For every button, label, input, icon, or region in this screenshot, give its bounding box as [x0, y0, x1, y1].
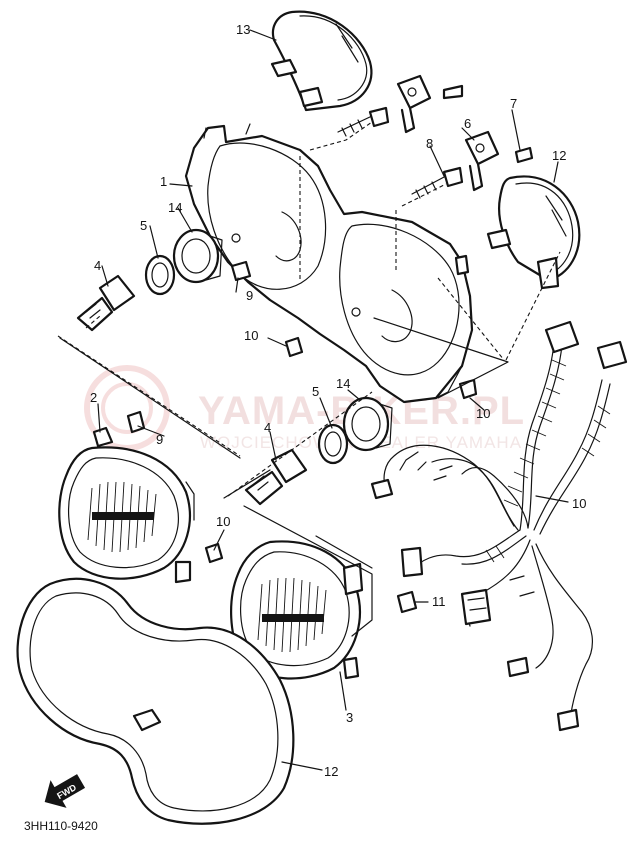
headlight-unit-right [230, 540, 364, 680]
callout-7: 7 [510, 96, 517, 111]
callout-6: 6 [464, 116, 471, 131]
callout-14-upper: 14 [168, 200, 182, 215]
bulb-socket-ring-lower [317, 423, 349, 465]
cap-nut-left-lower [126, 410, 146, 434]
bolt-top [442, 84, 464, 100]
bulb-holder-upper [172, 228, 223, 284]
fwd-arrow-icon: FWD [44, 774, 86, 808]
callout-4-lower: 4 [264, 420, 271, 435]
callout-14-lower: 14 [336, 376, 350, 391]
callout-5-lower: 5 [312, 384, 319, 399]
mount-bracket-upper [396, 74, 432, 134]
reference-lines [59, 317, 509, 637]
callout-10-right: 10 [476, 406, 490, 421]
callout-8: 8 [426, 136, 433, 151]
grommet-upper [230, 260, 252, 282]
assembly-lines [57, 121, 561, 497]
callout-1: 1 [160, 174, 167, 189]
headlight-frame [16, 577, 295, 825]
grommet-lower [396, 590, 418, 614]
callout-labels: 13 1 5 14 4 9 10 8 6 7 12 10 2 9 5 14 4 … [90, 22, 586, 779]
callout-11: 12 [324, 764, 338, 779]
cap-nut-lower [204, 542, 224, 564]
callout-12-top: 13 [236, 22, 250, 37]
visor-top [270, 10, 373, 112]
cap-nut-housing-left [284, 336, 304, 358]
callout-9-lower: 11 [432, 594, 446, 609]
stud-bolt-lower [411, 166, 464, 199]
bulb-holder-lower [342, 396, 393, 452]
callout-4-upper: 4 [94, 258, 101, 273]
watermark: YAMA-BIKER.PL WOJCIECHOWSKI DEALER YAMAH… [84, 365, 524, 452]
callout-3: 3 [346, 710, 353, 725]
diagram-code: 3HH110-9420 [24, 819, 98, 833]
leader-lines [97, 29, 569, 771]
bulb-upper [76, 274, 136, 332]
callout-9-upper: 9 [246, 288, 253, 303]
visor-right [486, 175, 581, 290]
bulb-socket-ring-upper [144, 254, 176, 296]
callout-2: 2 [90, 390, 97, 405]
stud-bolt-upper [337, 106, 390, 137]
callout-10-housing: 10 [244, 328, 258, 343]
headlight-housing [184, 123, 474, 404]
headlight-unit-left [58, 426, 195, 584]
callout-10-left: 9 [156, 432, 163, 447]
mount-bracket-lower [464, 130, 500, 192]
bolt-right [514, 146, 534, 164]
wire-harness [370, 320, 628, 732]
watermark-logo [84, 365, 170, 451]
callout-13: 10 [572, 496, 586, 511]
callout-5-upper: 5 [140, 218, 147, 233]
callout-12-right: 12 [552, 148, 566, 163]
callout-10-lower: 10 [216, 514, 230, 529]
